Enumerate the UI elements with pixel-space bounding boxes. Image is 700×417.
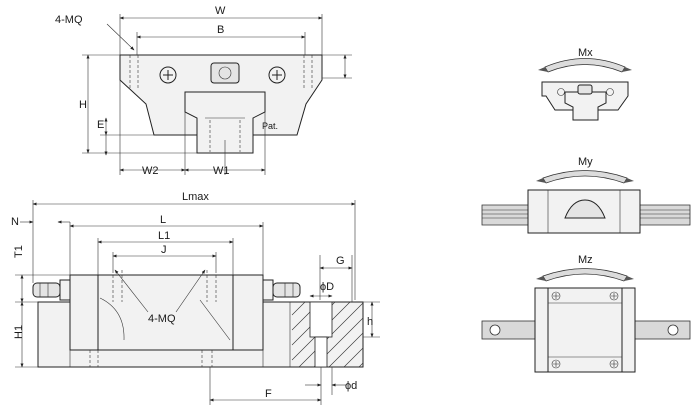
label-L1: L1 — [158, 230, 170, 242]
moment-view-mx: Mx — [538, 47, 632, 121]
label-B: B — [217, 24, 224, 36]
label-W: W — [215, 5, 226, 17]
label-H: H — [79, 99, 87, 111]
label-H1: H1 — [13, 325, 25, 339]
label-h: h — [367, 316, 373, 328]
label-phid: ϕd — [345, 380, 357, 392]
front-view: 4-MQ W B H E W2 W1 Pat. — [55, 5, 352, 177]
label-F: F — [265, 388, 272, 400]
grease-nipple-right — [272, 282, 301, 298]
label-G: G — [336, 255, 345, 267]
label-T1: T1 — [13, 245, 25, 258]
label-J: J — [161, 244, 167, 256]
label-My: My — [578, 156, 593, 168]
label-W2: W2 — [142, 165, 159, 177]
label-4mq-side: 4-MQ — [148, 313, 176, 325]
label-Mx: Mx — [578, 47, 593, 59]
label-pat: Pat. — [262, 121, 278, 131]
grease-nipple-front — [210, 62, 240, 84]
side-view: Lmax N L L1 J T1 H1 4-MQ G ϕD h ϕd F — [11, 191, 380, 405]
label-Mz: Mz — [578, 254, 593, 266]
label-N: N — [11, 216, 19, 228]
grease-nipple-left — [32, 282, 61, 298]
label-phiD: ϕD — [320, 281, 334, 293]
rail-front — [184, 91, 266, 154]
label-4mq-front: 4-MQ — [55, 14, 83, 26]
label-Lmax: Lmax — [182, 191, 209, 203]
moment-view-my: My — [481, 156, 691, 234]
label-L: L — [160, 214, 166, 226]
screw-left-icon — [159, 66, 177, 84]
label-W1: W1 — [213, 165, 230, 177]
label-E: E — [97, 119, 104, 131]
screw-right-icon — [268, 66, 286, 84]
moment-view-mz: Mz — [481, 254, 691, 373]
